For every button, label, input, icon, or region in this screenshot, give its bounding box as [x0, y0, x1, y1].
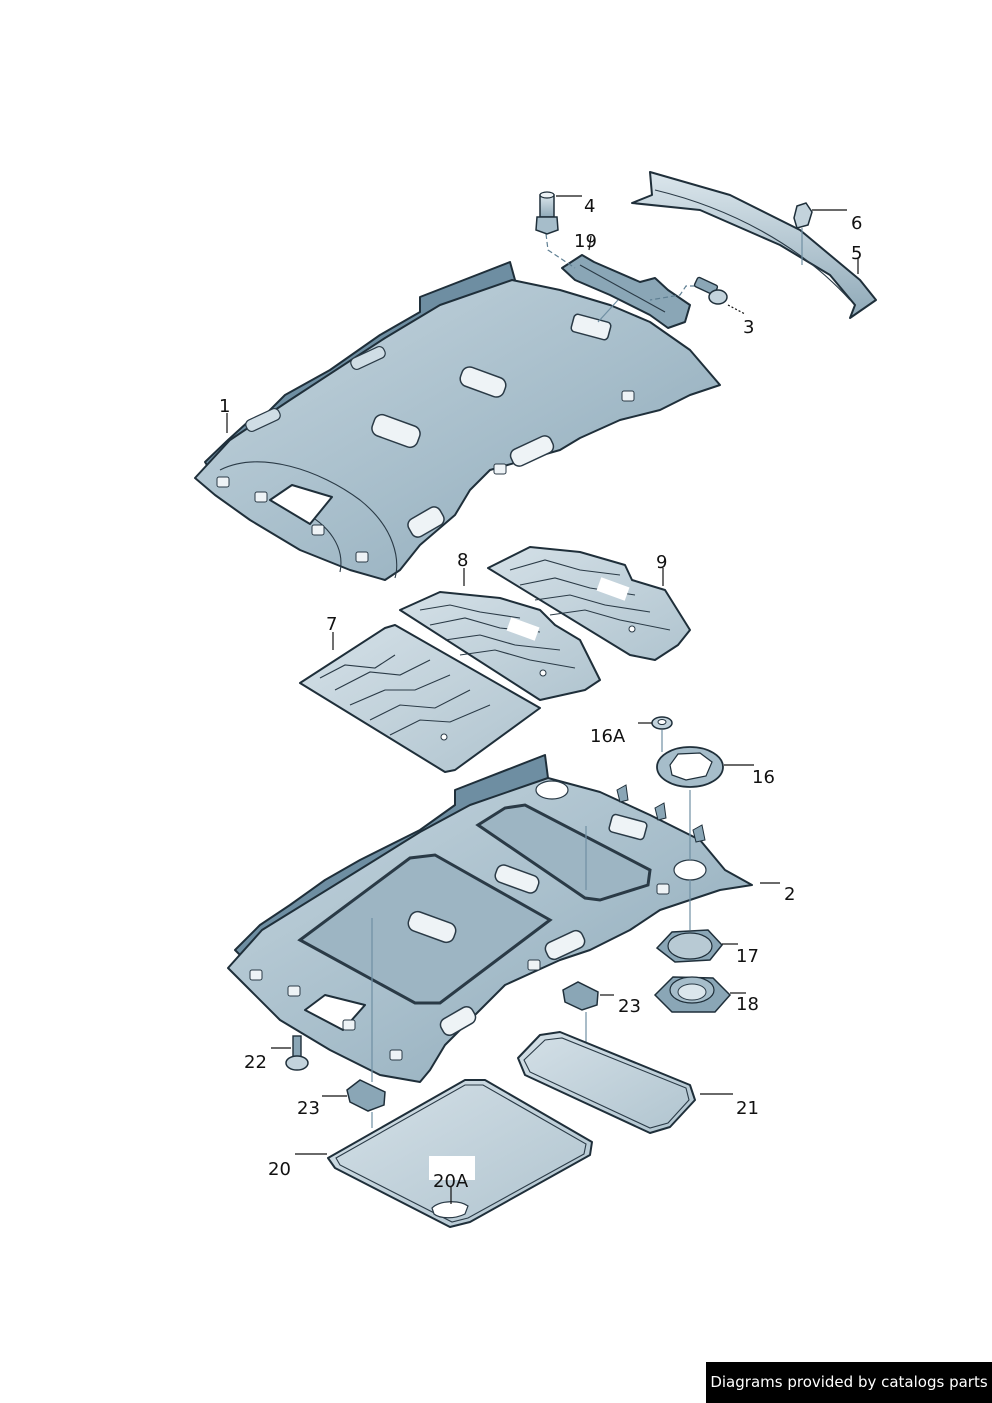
callout-1: 1: [219, 396, 230, 417]
speaker-part-18: [653, 976, 732, 1013]
callout-23-upper: 23: [618, 996, 641, 1017]
speaker-ring-part-16: [656, 746, 724, 788]
callout-20: 20: [268, 1159, 291, 1180]
screw-part-22: [285, 1035, 309, 1071]
leader-19-to-1: [597, 299, 619, 323]
headliner-part-2: [227, 754, 753, 1083]
clip-part-6: [793, 202, 813, 229]
callout-23-lower: 23: [297, 1098, 320, 1119]
diagram-credit-footer: Diagrams provided by catalogs parts: [706, 1362, 992, 1403]
insulation-panel-7: [299, 624, 541, 773]
callout-20A: 20A: [433, 1171, 469, 1192]
callout-7: 7: [326, 614, 337, 635]
rail-part-5: [631, 171, 877, 319]
callout-8: 8: [457, 550, 468, 571]
headliner-part-1: [194, 261, 721, 581]
insulation-panel-8: [399, 591, 601, 701]
screw-part-3: [693, 276, 728, 305]
callout-17: 17: [736, 946, 759, 967]
callout-16: 16: [752, 767, 775, 788]
callout-9: 9: [656, 552, 667, 573]
callout-6: 6: [851, 213, 862, 234]
callout-4: 4: [584, 196, 595, 217]
callout-21: 21: [736, 1098, 759, 1119]
callout-22: 22: [244, 1052, 267, 1073]
leader-dash-4-19: [545, 233, 576, 269]
callout-3: 3: [743, 317, 754, 338]
sunshade-panel-21: [517, 1031, 696, 1134]
callouts: 1 2 3 4 5 6 7 8 9 16 16A 17 18 19 20 20A: [219, 195, 862, 1204]
nut-part-16A: [651, 716, 673, 730]
callout-2: 2: [784, 884, 795, 905]
nut-part-4: [535, 191, 559, 235]
insulation-panel-9: [487, 546, 691, 661]
callout-19: 19: [574, 231, 597, 252]
clip-part-23-lower: [346, 1079, 386, 1112]
callout-18: 18: [736, 994, 759, 1015]
callout-5: 5: [851, 243, 862, 264]
sunshade-panel-20: [327, 1079, 593, 1228]
clip-part-23-upper: [562, 981, 599, 1011]
speaker-cover-part-17: [655, 929, 723, 963]
bracket-part-19: [561, 254, 691, 329]
callout-16A: 16A: [590, 726, 626, 747]
